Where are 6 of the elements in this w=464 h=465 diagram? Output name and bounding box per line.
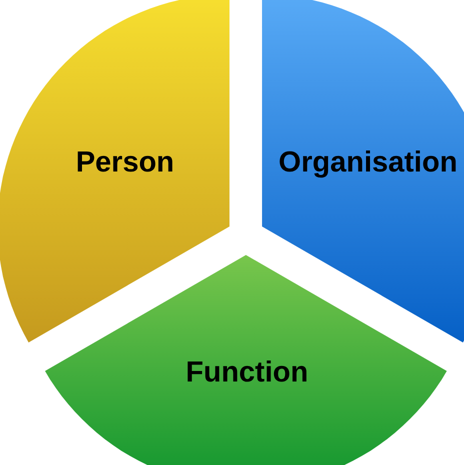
pie-segment	[45, 255, 447, 465]
segment-label: Function	[186, 358, 308, 388]
pie-segment	[0, 0, 230, 342]
segment-label: Organisation	[278, 148, 458, 178]
pie-segment	[262, 0, 464, 342]
segment-label: Person	[76, 148, 174, 178]
